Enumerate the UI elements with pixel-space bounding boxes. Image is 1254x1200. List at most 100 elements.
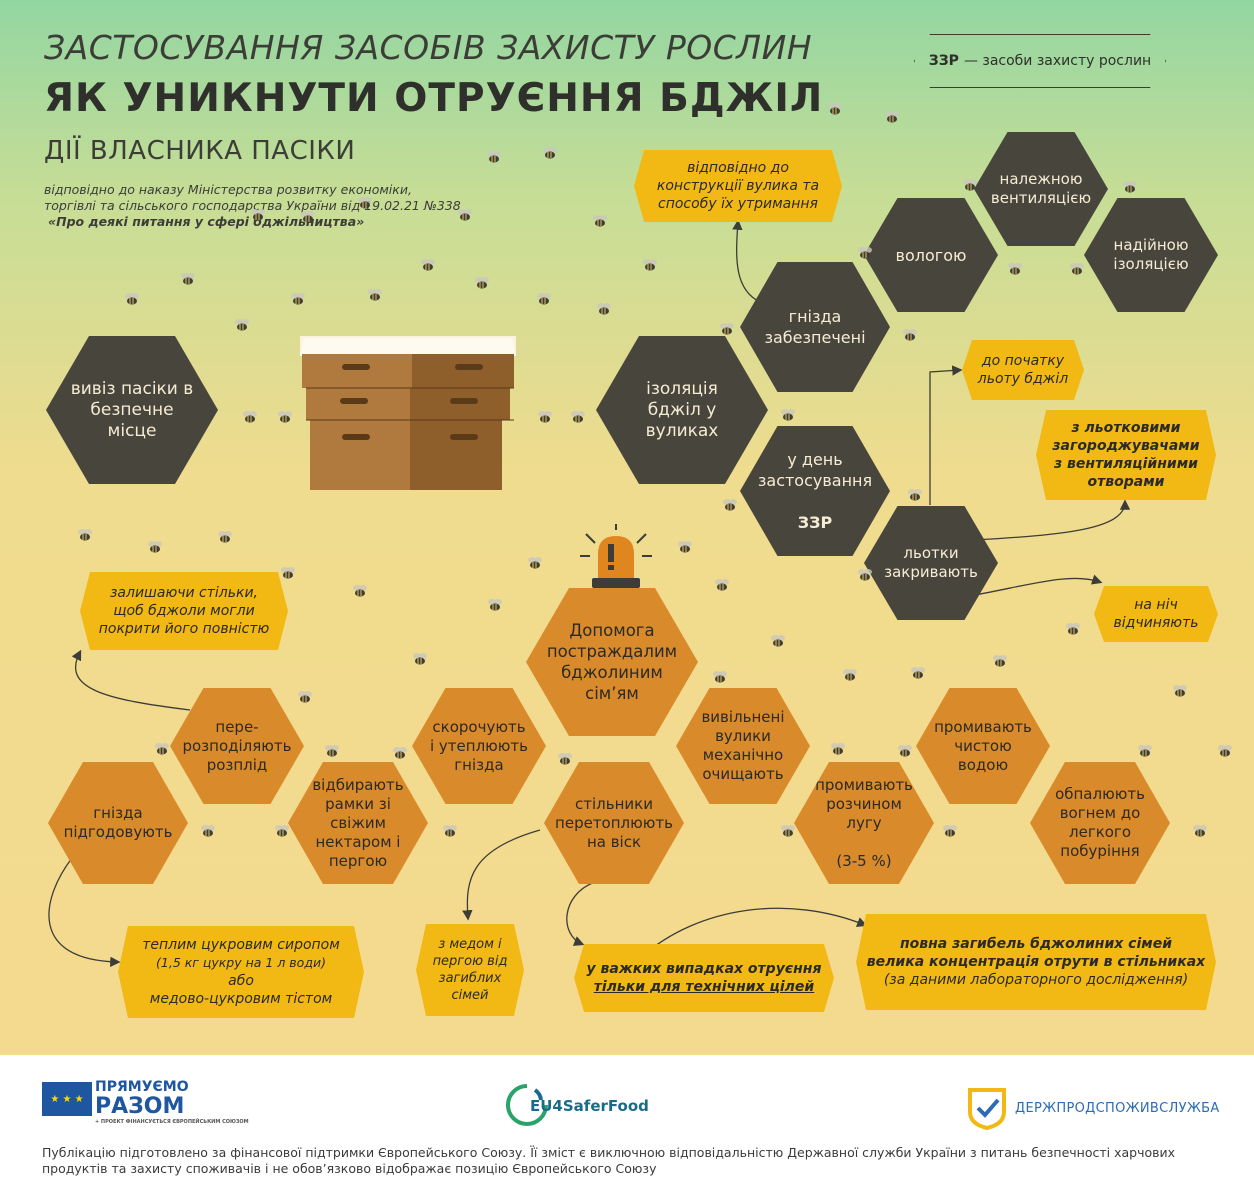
bee-icon	[1138, 745, 1152, 757]
bee-icon	[713, 671, 727, 683]
bee-icon	[443, 825, 457, 837]
hex-help-center: Допомога постраждалим бджолиним сім’ям	[526, 588, 698, 736]
bee-icon	[781, 409, 795, 421]
bee-icon	[771, 635, 785, 647]
total-death-line3: (за даними лабораторного дослідження)	[883, 972, 1189, 988]
bee-icon	[181, 273, 195, 285]
pryam-line2: РАЗОМ	[95, 1094, 185, 1119]
pryam-line3: + ПРОЕКТ ФІНАНСУЄТЬСЯ ЄВРОПЕЙСЬКИМ СОЮЗО…	[95, 1119, 249, 1125]
bee-icon	[281, 567, 295, 579]
arrow-melt-to-technical	[566, 881, 596, 946]
bee-icon	[291, 293, 305, 305]
title-line-3: ДІЇ ВЛАСНИКА ПАСІКИ	[44, 136, 356, 166]
arrow-entrances-to-before-flight	[929, 365, 963, 505]
bee-icon	[413, 653, 427, 665]
bee-icon	[571, 411, 585, 423]
bee-icon	[235, 319, 249, 331]
bee-icon	[1218, 745, 1232, 757]
feed-syrup-line2: (1,5 кг цукру на 1 л води)	[156, 955, 326, 970]
bee-icon	[148, 541, 162, 553]
connector-lines	[48, 219, 1131, 968]
pryamuemo-razom-logo: ПРЯМУЄМО РАЗОМ + ПРОЕКТ ФІНАНСУЄТЬСЯ ЄВР…	[95, 1079, 249, 1126]
arrow-entrances-to-night	[974, 574, 1103, 596]
bee-icon	[458, 209, 472, 221]
bee-icon	[908, 489, 922, 501]
legend-text: — засоби захисту рослин	[963, 53, 1152, 69]
bee-icon	[278, 411, 292, 423]
bee-icon	[218, 531, 232, 543]
bee-icon	[843, 669, 857, 681]
ref-line-3: «Про деякі питання у сфері бджільництва»	[48, 214, 365, 229]
bee-icon	[537, 293, 551, 305]
bee-icon	[781, 825, 795, 837]
bee-icon	[301, 211, 315, 223]
hex-insulation: надійною ізоляцією	[1084, 198, 1218, 312]
bee-icon	[358, 197, 372, 209]
bee-icon	[911, 667, 925, 679]
bee-icon	[993, 655, 1007, 667]
beehive-illustration	[300, 336, 516, 490]
eu-flag-icon: ★ ★ ★	[42, 1082, 92, 1116]
ref-line-2: торгівлі та сільського господарства Укра…	[44, 198, 461, 213]
alarm-beacon-icon	[580, 524, 652, 588]
bee-icon	[353, 585, 367, 597]
eu4saferfood-logo-icon	[506, 1084, 548, 1126]
total-death-line1: повна загибель бджолиних сімей	[899, 936, 1173, 952]
bee-icon	[885, 111, 899, 123]
bee-icon	[963, 179, 977, 191]
note-total-death: повна загибель бджолиних сімей велика ко…	[856, 914, 1216, 1010]
dps-text: ДЕРЖПРОДСПОЖИВСЛУЖБА	[1015, 1101, 1220, 1116]
bee-icon	[1070, 263, 1084, 275]
technical-line2: тільки для технічних цілей	[593, 979, 815, 995]
bee-icon	[243, 411, 257, 423]
bee-icon	[678, 541, 692, 553]
note-open-at-night: на ніч відчиняють	[1094, 586, 1218, 642]
bee-icon	[251, 209, 265, 221]
bee-icon	[1173, 685, 1187, 697]
bee-icon	[828, 103, 842, 115]
bee-icon	[487, 151, 501, 163]
feed-syrup-line4: медово-цукровим тістом	[149, 991, 333, 1007]
bee-icon	[543, 147, 557, 159]
bee-icon	[368, 289, 382, 301]
disclaimer: Публікацію підготовлено за фінансової пі…	[42, 1145, 1176, 1176]
bee-icon	[597, 303, 611, 315]
bee-icon	[275, 825, 289, 837]
rinse-lye-percent: (3-5 %)	[836, 851, 892, 870]
bee-icon	[720, 323, 734, 335]
dps-shield-icon	[968, 1088, 1006, 1130]
bee-icon	[201, 825, 215, 837]
feed-syrup-line1: теплим цукровим сиропом	[142, 937, 340, 953]
note-before-flight: до початку льоту бджіл	[962, 340, 1084, 400]
total-death-line2: велика концентрація отрути в стільниках	[866, 954, 1206, 970]
bee-icon	[831, 743, 845, 755]
bee-icon	[421, 259, 435, 271]
bee-icon	[1008, 263, 1022, 275]
arrow-redistribute-to-combs	[71, 649, 191, 711]
bee-icon	[538, 411, 552, 423]
note-hive-design: відповідно до конструкції вулика та спос…	[634, 150, 842, 222]
bee-icon	[475, 277, 489, 289]
bee-icon	[528, 557, 542, 569]
note-honey-perga: з медом і пергою від загиблих сімей	[416, 924, 524, 1016]
bee-icon	[715, 579, 729, 591]
bee-icon	[858, 569, 872, 581]
note-entrance-guards: з льотковими загороджувачами з вентиляці…	[1036, 410, 1216, 500]
application-day-ppp: ЗЗР	[797, 513, 833, 532]
pryam-line1: ПРЯМУЄМО	[95, 1079, 189, 1095]
bee-icon	[943, 825, 957, 837]
arrow-technical-to-death	[639, 907, 868, 959]
bee-icon	[155, 743, 169, 755]
bee-icon	[898, 745, 912, 757]
bee-icon	[858, 247, 872, 259]
bee-icon	[78, 529, 92, 541]
legend-abbr: ЗЗР	[928, 53, 959, 69]
title-line-1: ЗАСТОСУВАННЯ ЗАСОБІВ ЗАХИСТУ РОСЛИН	[44, 28, 813, 67]
note-feed-syrup: теплим цукровим сиропом (1,5 кг цукру на…	[118, 926, 364, 1018]
bee-icon	[903, 329, 917, 341]
bee-icon	[125, 293, 139, 305]
bee-icon	[325, 745, 339, 757]
bee-icon	[643, 259, 657, 271]
hex-isolation: ізоляція бджіл у вуликах	[596, 336, 768, 484]
bee-icon	[393, 747, 407, 759]
